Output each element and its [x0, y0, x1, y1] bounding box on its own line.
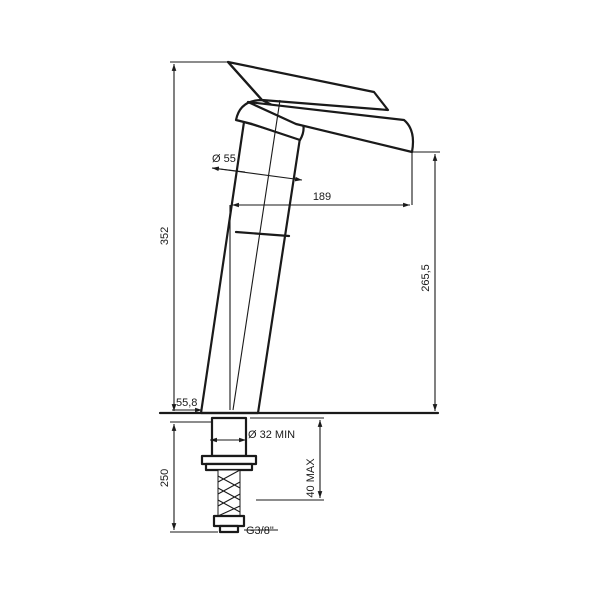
max-thickness-label: 40 MAX — [305, 458, 317, 498]
hole-diameter-label: Ø 32 MIN — [248, 429, 295, 441]
base-offset-label: 55,8 — [176, 397, 197, 409]
installation-parts — [158, 411, 440, 534]
connection-label: G3/8" — [246, 525, 274, 537]
spout-height-label: 265,5 — [420, 264, 432, 292]
dimension-lines — [170, 61, 440, 533]
total-height-label: 352 — [159, 227, 171, 245]
body-diameter-label: Ø 55 — [212, 153, 236, 165]
faucet-body — [199, 60, 415, 415]
hose-length-label: 250 — [159, 469, 171, 487]
spout-reach-label: 189 — [313, 191, 331, 203]
dimension-labels: 352 265,5 189 Ø 55 55,8 Ø 32 MIN 250 40 … — [159, 153, 432, 537]
